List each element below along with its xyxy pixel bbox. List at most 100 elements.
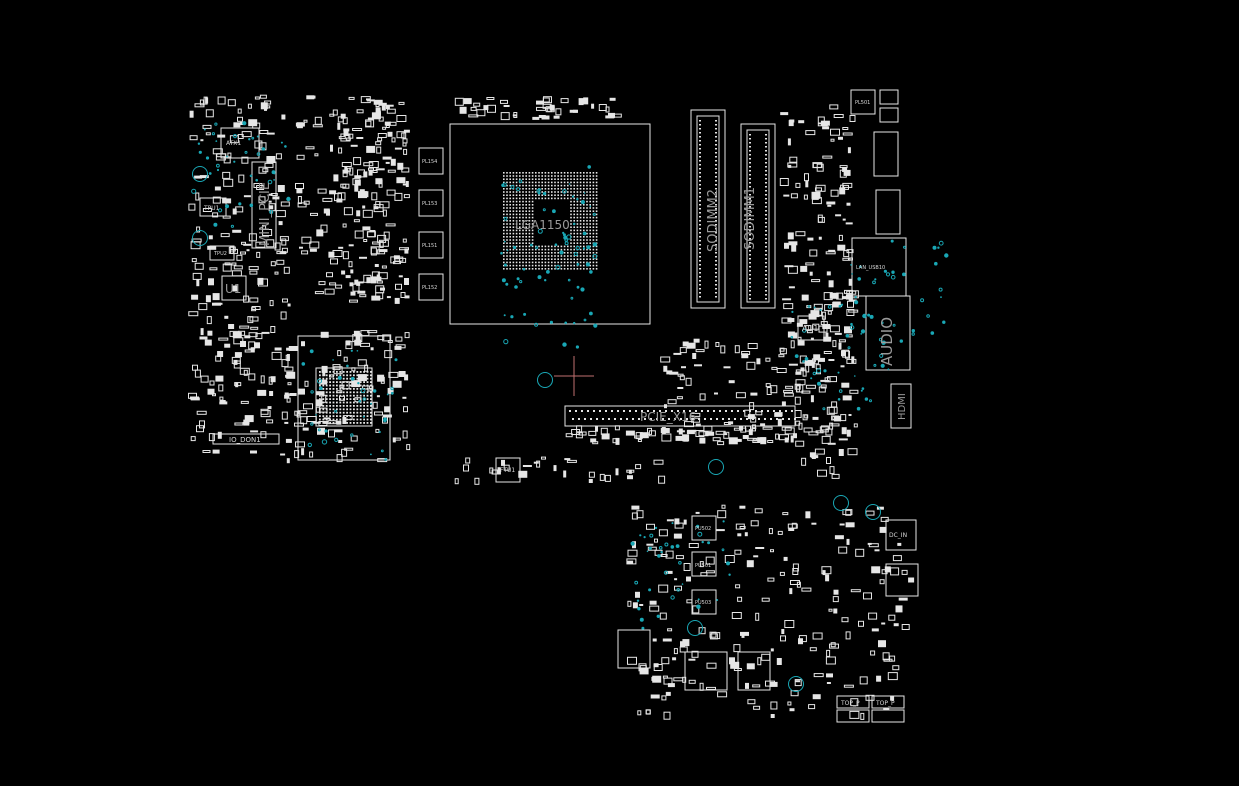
smd-part bbox=[503, 264, 505, 267]
smd-part bbox=[554, 191, 556, 193]
smd-part bbox=[841, 427, 847, 435]
smd-part bbox=[793, 433, 797, 439]
via bbox=[537, 191, 541, 195]
smd-part bbox=[528, 216, 531, 219]
via bbox=[656, 614, 660, 618]
via bbox=[878, 337, 883, 342]
smd-part bbox=[813, 357, 819, 365]
smd-part bbox=[859, 676, 868, 685]
smd-part bbox=[509, 232, 511, 235]
smd-part bbox=[583, 226, 585, 228]
smd-part bbox=[349, 411, 352, 414]
sodimm2-slot[interactable] bbox=[690, 109, 726, 309]
smd-part bbox=[522, 245, 524, 248]
smd-part bbox=[207, 388, 215, 395]
smd-part bbox=[329, 415, 331, 417]
smd-part bbox=[765, 174, 767, 176]
smd-part bbox=[890, 567, 900, 576]
smd-part bbox=[592, 191, 595, 193]
smd-part bbox=[320, 331, 329, 338]
smd-part bbox=[286, 371, 296, 379]
smd-part bbox=[790, 690, 799, 697]
smd-part bbox=[753, 555, 759, 558]
smd-part bbox=[557, 248, 559, 251]
lan-usb-connector[interactable] bbox=[851, 237, 907, 297]
smd-part bbox=[336, 405, 338, 407]
smd-part bbox=[563, 258, 566, 260]
smd-part bbox=[784, 437, 789, 443]
smd-part bbox=[795, 369, 801, 373]
smd-part bbox=[800, 265, 808, 272]
smd-part bbox=[668, 418, 670, 420]
smd-part bbox=[512, 239, 515, 241]
smd-part bbox=[370, 377, 372, 380]
smd-part bbox=[282, 298, 288, 303]
smd-part bbox=[398, 275, 403, 278]
dc-in-connector[interactable] bbox=[885, 519, 917, 551]
atx1-connector[interactable] bbox=[220, 127, 260, 159]
via bbox=[586, 245, 591, 250]
smd-part bbox=[847, 147, 851, 154]
smd-part bbox=[584, 418, 586, 420]
smd-part bbox=[525, 255, 527, 257]
smd-part bbox=[829, 292, 839, 299]
smd-part bbox=[686, 430, 695, 435]
via bbox=[696, 524, 700, 529]
smd-part bbox=[270, 261, 276, 267]
via bbox=[208, 172, 212, 175]
smd-part bbox=[544, 194, 547, 196]
smd-part bbox=[506, 252, 508, 254]
smd-part bbox=[576, 223, 579, 225]
smd-part bbox=[519, 197, 521, 200]
via bbox=[350, 433, 354, 437]
smd-part bbox=[506, 261, 508, 264]
hdmi-connector[interactable] bbox=[890, 383, 912, 429]
chipset-outline[interactable] bbox=[297, 335, 391, 461]
smd-part bbox=[365, 120, 372, 127]
smd-part bbox=[196, 410, 207, 415]
smd-part bbox=[779, 571, 785, 576]
smd-part bbox=[699, 188, 701, 190]
cpu-socket-outline[interactable] bbox=[449, 123, 651, 325]
smd-part bbox=[747, 437, 758, 441]
smd-part bbox=[244, 415, 254, 423]
smd-part bbox=[848, 309, 859, 313]
smd-part bbox=[279, 236, 289, 242]
smd-part bbox=[699, 128, 701, 130]
smd-part bbox=[544, 175, 547, 177]
smd-part bbox=[825, 332, 829, 339]
smd-part bbox=[715, 284, 717, 286]
smd-part bbox=[557, 245, 559, 248]
label-tpu2: TPU2 bbox=[213, 251, 227, 257]
smd-part bbox=[579, 200, 582, 203]
smd-part bbox=[522, 236, 524, 238]
smd-part bbox=[372, 401, 378, 409]
smd-part bbox=[765, 298, 767, 300]
smd-part bbox=[746, 663, 755, 670]
smd-part bbox=[846, 538, 850, 545]
smd-part bbox=[339, 411, 342, 414]
smd-part bbox=[284, 421, 289, 424]
via bbox=[522, 267, 526, 271]
smd-part bbox=[342, 371, 345, 373]
via bbox=[676, 588, 681, 592]
via bbox=[315, 414, 317, 416]
smd-part bbox=[349, 394, 352, 397]
smd-part bbox=[322, 374, 325, 377]
smd-part bbox=[810, 337, 814, 340]
smd-part bbox=[749, 158, 751, 160]
smd-part bbox=[222, 215, 231, 219]
sodimm1-slot[interactable] bbox=[740, 123, 776, 309]
smd-part bbox=[544, 181, 547, 184]
smd-part bbox=[336, 408, 338, 411]
smd-part bbox=[557, 268, 559, 270]
smd-part bbox=[338, 147, 343, 154]
smd-part bbox=[576, 236, 579, 238]
via bbox=[249, 174, 253, 178]
via bbox=[575, 345, 580, 349]
smd-part bbox=[506, 188, 508, 190]
smd-part bbox=[583, 248, 585, 251]
smd-part bbox=[828, 608, 833, 612]
smd-part bbox=[749, 274, 751, 276]
smd-part bbox=[776, 658, 782, 665]
